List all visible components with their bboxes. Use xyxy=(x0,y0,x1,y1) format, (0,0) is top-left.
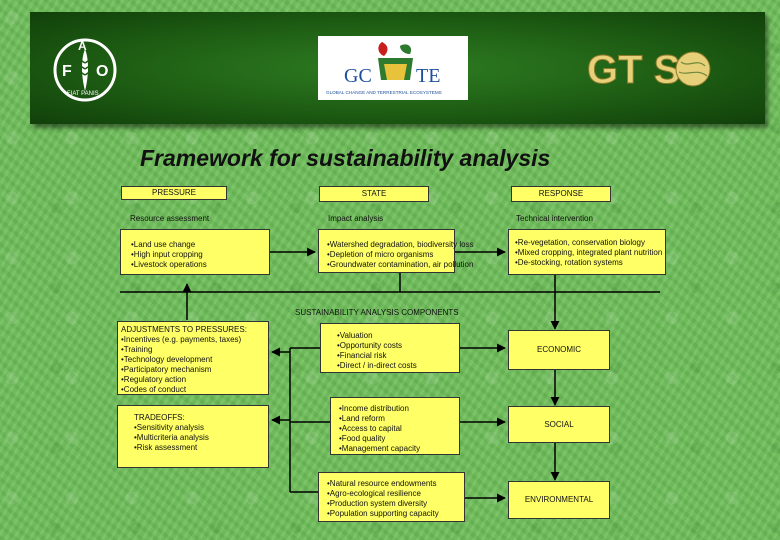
list-item: •Risk assessment xyxy=(134,443,198,452)
list-item: •Regulatory action xyxy=(121,375,187,384)
state-box: •Watershed degradation, biodiversity los… xyxy=(318,229,474,273)
list-item: •Opportunity costs xyxy=(337,341,403,350)
social-box: SOCIAL xyxy=(508,406,610,443)
response-header-box: RESPONSE xyxy=(511,186,611,202)
gtos-logo: GT S xyxy=(587,48,711,93)
list-item: •Production system diversity xyxy=(327,499,428,508)
pressure-header: PRESSURE xyxy=(151,188,196,197)
gcte-tagline: GLOBAL CHANGE AND TERRESTRIAL ECOSYSTEMS xyxy=(326,90,442,95)
fao-letter-f: F xyxy=(62,63,72,80)
state-header-box: STATE xyxy=(319,186,429,202)
tradeoffs-box: TRADEOFFS: •Sensitivity analysis •Multic… xyxy=(117,405,269,468)
social-label: SOCIAL xyxy=(544,420,574,429)
list-item: •Incentives (e.g. payments, taxes) xyxy=(121,335,242,344)
list-item: •Financial risk xyxy=(337,351,387,360)
list-item: •Groundwater contamination, air pollutio… xyxy=(327,260,474,269)
list-item: •Income distribution xyxy=(339,404,409,413)
gcte-letters-gc: GC xyxy=(344,65,372,87)
economic-box: ECONOMIC xyxy=(508,330,610,370)
pressure-box: •Land use change •High input cropping •L… xyxy=(120,229,270,275)
list-item: •Valuation xyxy=(337,331,373,340)
gtos-text: GT S xyxy=(587,48,680,92)
fao-letter-a: A xyxy=(78,39,87,53)
adjustments-box: ADJUSTMENTS TO PRESSURES: •Incentives (e… xyxy=(117,321,269,395)
list-item: •Direct / in-direct costs xyxy=(337,361,417,370)
list-item: •Watershed degradation, biodiversity los… xyxy=(327,240,474,249)
fao-logo: F A O FIAT PANIS xyxy=(53,38,117,102)
response-box: •Re-vegetation, conservation biology •Mi… xyxy=(508,229,666,275)
economic-detail-box: •Valuation •Opportunity costs •Financial… xyxy=(320,323,460,373)
list-item: •Population supporting capacity xyxy=(327,509,439,518)
adjustments-heading: ADJUSTMENTS TO PRESSURES: xyxy=(121,325,247,334)
environmental-label: ENVIRONMENTAL xyxy=(524,495,594,504)
fao-motto: FIAT PANIS xyxy=(67,91,99,97)
list-item: •Natural resource endowments xyxy=(327,479,437,488)
list-item: •Sensitivity analysis xyxy=(134,423,204,432)
economic-label: ECONOMIC xyxy=(537,345,581,354)
list-item: •Training xyxy=(121,345,153,354)
list-item: •Re-vegetation, conservation biology xyxy=(515,238,645,247)
tradeoffs-heading: TRADEOFFS: xyxy=(134,413,185,422)
state-subheader: Impact analysis xyxy=(328,214,384,223)
environmental-box: ENVIRONMENTAL xyxy=(508,481,610,519)
components-label: SUSTAINABILITY ANALYSIS COMPONENTS xyxy=(295,308,459,317)
list-item: •Depletion of micro organisms xyxy=(327,250,434,259)
list-item: •Mixed cropping, integrated plant nutrit… xyxy=(515,248,663,257)
list-item: •Codes of conduct xyxy=(121,385,187,394)
response-header: RESPONSE xyxy=(538,189,584,198)
list-item: •Management capacity xyxy=(339,444,421,453)
list-item: •Access to capital xyxy=(339,424,402,433)
gcte-letters-te: TE xyxy=(416,65,440,87)
response-subheader: Technical intervention xyxy=(516,214,593,223)
page-title: Framework for sustainability analysis xyxy=(140,145,551,171)
list-item: •Livestock operations xyxy=(131,260,207,269)
gcte-logo: GC TE GLOBAL CHANGE AND TERRESTRIAL ECOS… xyxy=(318,36,468,100)
list-item: •Food quality xyxy=(339,434,386,443)
list-item: •Multicriteria analysis xyxy=(134,433,209,442)
list-item: •Land reform xyxy=(339,414,385,423)
pressure-header-box: PRESSURE xyxy=(121,186,227,200)
social-detail-box: •Income distribution •Land reform •Acces… xyxy=(330,397,460,455)
environmental-detail-box: •Natural resource endowments •Agro-ecolo… xyxy=(318,472,465,522)
list-item: •De-stocking, rotation systems xyxy=(515,258,623,267)
list-item: •Participatory mechanism xyxy=(121,365,212,374)
state-header: STATE xyxy=(361,189,387,198)
list-item: •Agro-ecological resilience xyxy=(327,489,421,498)
list-item: •Land use change xyxy=(131,240,196,249)
fao-letter-o: O xyxy=(96,63,108,80)
list-item: •Technology development xyxy=(121,355,213,364)
list-item: •High input cropping xyxy=(131,250,203,259)
pressure-subheader: Resource assessment xyxy=(130,214,210,223)
